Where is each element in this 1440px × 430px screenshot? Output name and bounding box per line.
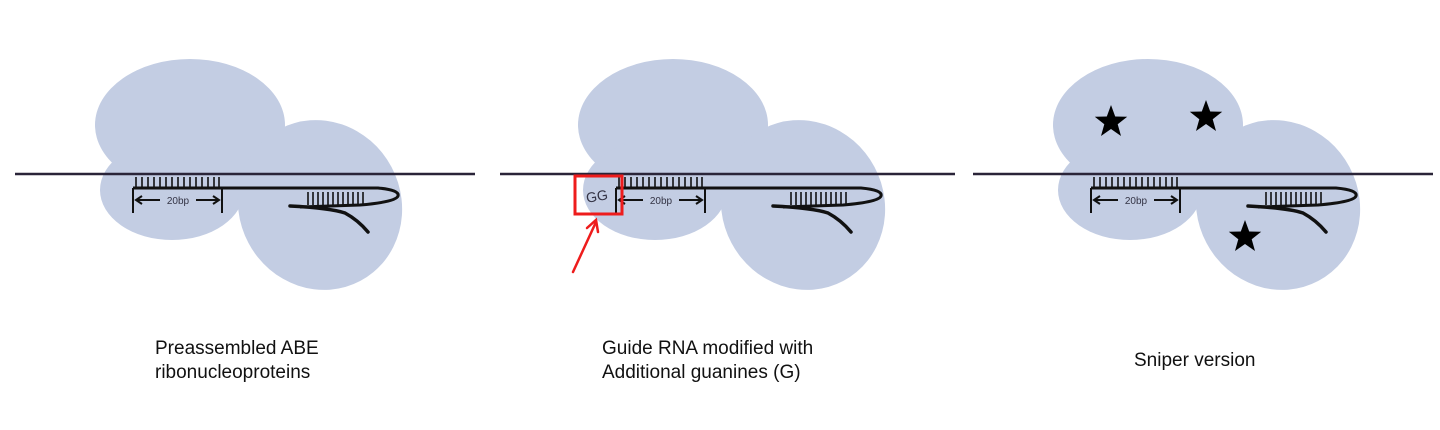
panel-guide-modified: 20bp	[500, 59, 955, 319]
caption-line: ribonucleoproteins	[155, 362, 311, 383]
caption-line: Additional guanines (G)	[602, 362, 801, 383]
bp-label: 20bp	[1125, 196, 1148, 207]
caption-sniper: Sniper version	[1134, 349, 1255, 373]
caption-guide-modified: Guide RNA modified with Additional guani…	[602, 337, 813, 385]
gg-label: GG	[585, 186, 609, 206]
gg-highlight: GG	[571, 174, 624, 274]
caption-line: Preassembled ABE	[155, 338, 319, 359]
caption-line: Sniper version	[1134, 350, 1256, 371]
panel-preassembled: 20bp	[15, 59, 475, 319]
highlight-box	[573, 174, 624, 216]
caption-line: Guide RNA modified with	[602, 338, 814, 359]
caption-preassembled: Preassembled ABE ribonucleoproteins	[155, 337, 319, 385]
arrow-icon	[571, 217, 600, 274]
panel-sniper: 20bp	[973, 59, 1433, 319]
bp-label: 20bp	[167, 196, 190, 207]
bp-label: 20bp	[650, 196, 673, 207]
